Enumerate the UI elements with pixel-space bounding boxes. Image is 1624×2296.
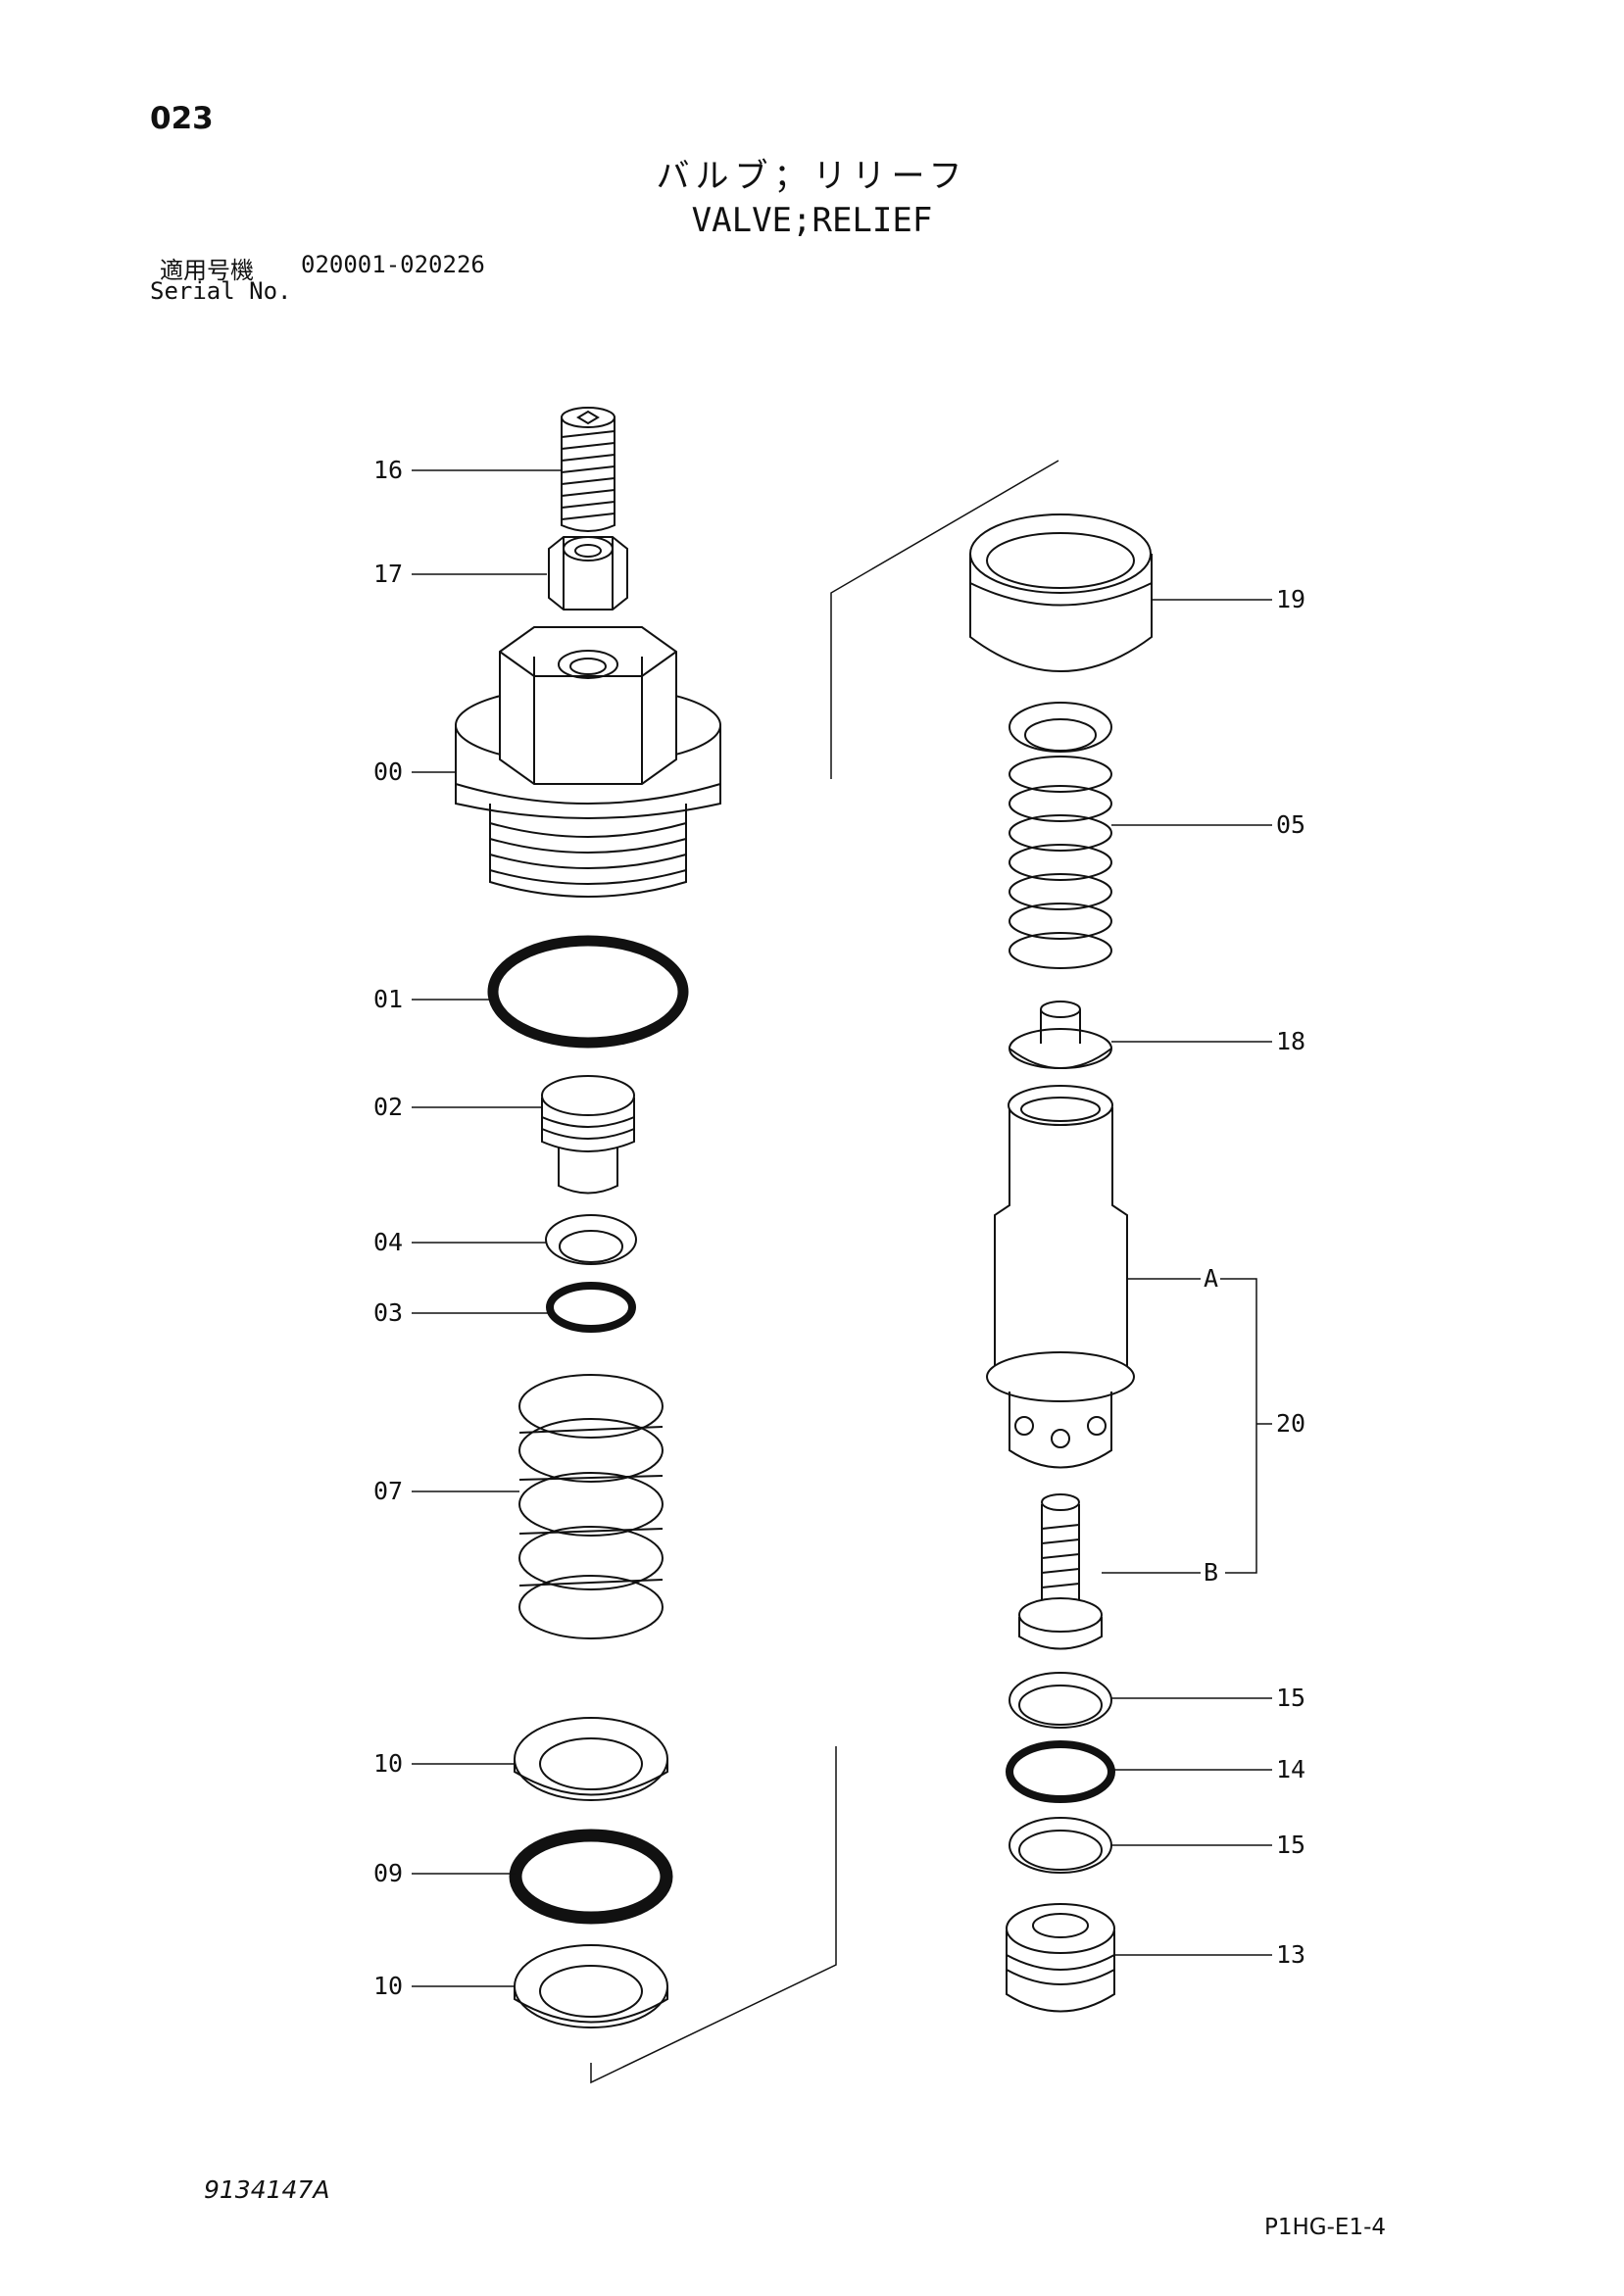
part-15-backup-ring-upper [1009, 1672, 1112, 1729]
part-20-poppet [1018, 1493, 1103, 1650]
title-english: VALVE;RELIEF [691, 201, 933, 240]
callout-05: 05 [1276, 810, 1305, 839]
callout-10-lower: 10 [373, 1972, 403, 2000]
part-09-o-ring [509, 1829, 673, 1925]
callout-A: A [1204, 1264, 1218, 1293]
callout-20: 20 [1276, 1409, 1305, 1438]
serial-label-english: Serial No. [150, 277, 292, 305]
part-18-seat [1009, 1001, 1112, 1069]
callout-16: 16 [373, 456, 403, 484]
callout-14: 14 [1276, 1755, 1305, 1783]
serial-label-japanese: 適用号機 [160, 257, 254, 284]
callout-07: 07 [373, 1477, 403, 1505]
part-07-spring [518, 1374, 664, 1639]
callout-15-upper: 15 [1276, 1684, 1305, 1712]
part-05-spring [1009, 702, 1112, 969]
part-13-seat [1006, 1903, 1115, 2013]
part-00-plug [455, 626, 721, 898]
callout-01: 01 [373, 985, 403, 1013]
part-19-sleeve [969, 513, 1153, 672]
part-03-o-ring [546, 1282, 636, 1333]
callout-13: 13 [1276, 1940, 1305, 1969]
part-04-backup-ring [545, 1214, 637, 1265]
part-17-nut [548, 536, 628, 611]
callout-19: 19 [1276, 585, 1305, 613]
callout-17: 17 [373, 560, 403, 588]
callout-00: 00 [373, 757, 403, 786]
part-16-set-screw [561, 407, 615, 532]
callout-02: 02 [373, 1093, 403, 1121]
page-code: P1HG-E1-4 [1264, 2215, 1387, 2240]
callout-B: B [1204, 1558, 1218, 1587]
part-10-backup-ring-lower [514, 1944, 668, 2028]
part-14-o-ring [1006, 1740, 1115, 1803]
part-02-piston [541, 1075, 635, 1195]
callout-15-lower: 15 [1276, 1831, 1305, 1859]
callout-03: 03 [373, 1298, 403, 1327]
document-code: 9134147A [204, 2175, 330, 2204]
callout-04: 04 [373, 1228, 403, 1256]
part-15-backup-ring-lower [1009, 1817, 1112, 1874]
assembly-guide-line-upper [830, 460, 1059, 779]
part-20-cartridge-body [986, 1085, 1135, 1469]
page-number: 023 [150, 101, 214, 136]
title-japanese: バルブ；リリーフ [656, 157, 968, 196]
callout-10-upper: 10 [373, 1749, 403, 1778]
serial-range: 020001-020226 [301, 251, 485, 278]
part-10-backup-ring-upper [514, 1717, 668, 1801]
part-01-o-ring [487, 935, 689, 1049]
callout-09: 09 [373, 1859, 403, 1887]
callout-18: 18 [1276, 1027, 1305, 1055]
leader-lines [412, 469, 1272, 1987]
assembly-guide-line-lower [590, 1746, 837, 2084]
